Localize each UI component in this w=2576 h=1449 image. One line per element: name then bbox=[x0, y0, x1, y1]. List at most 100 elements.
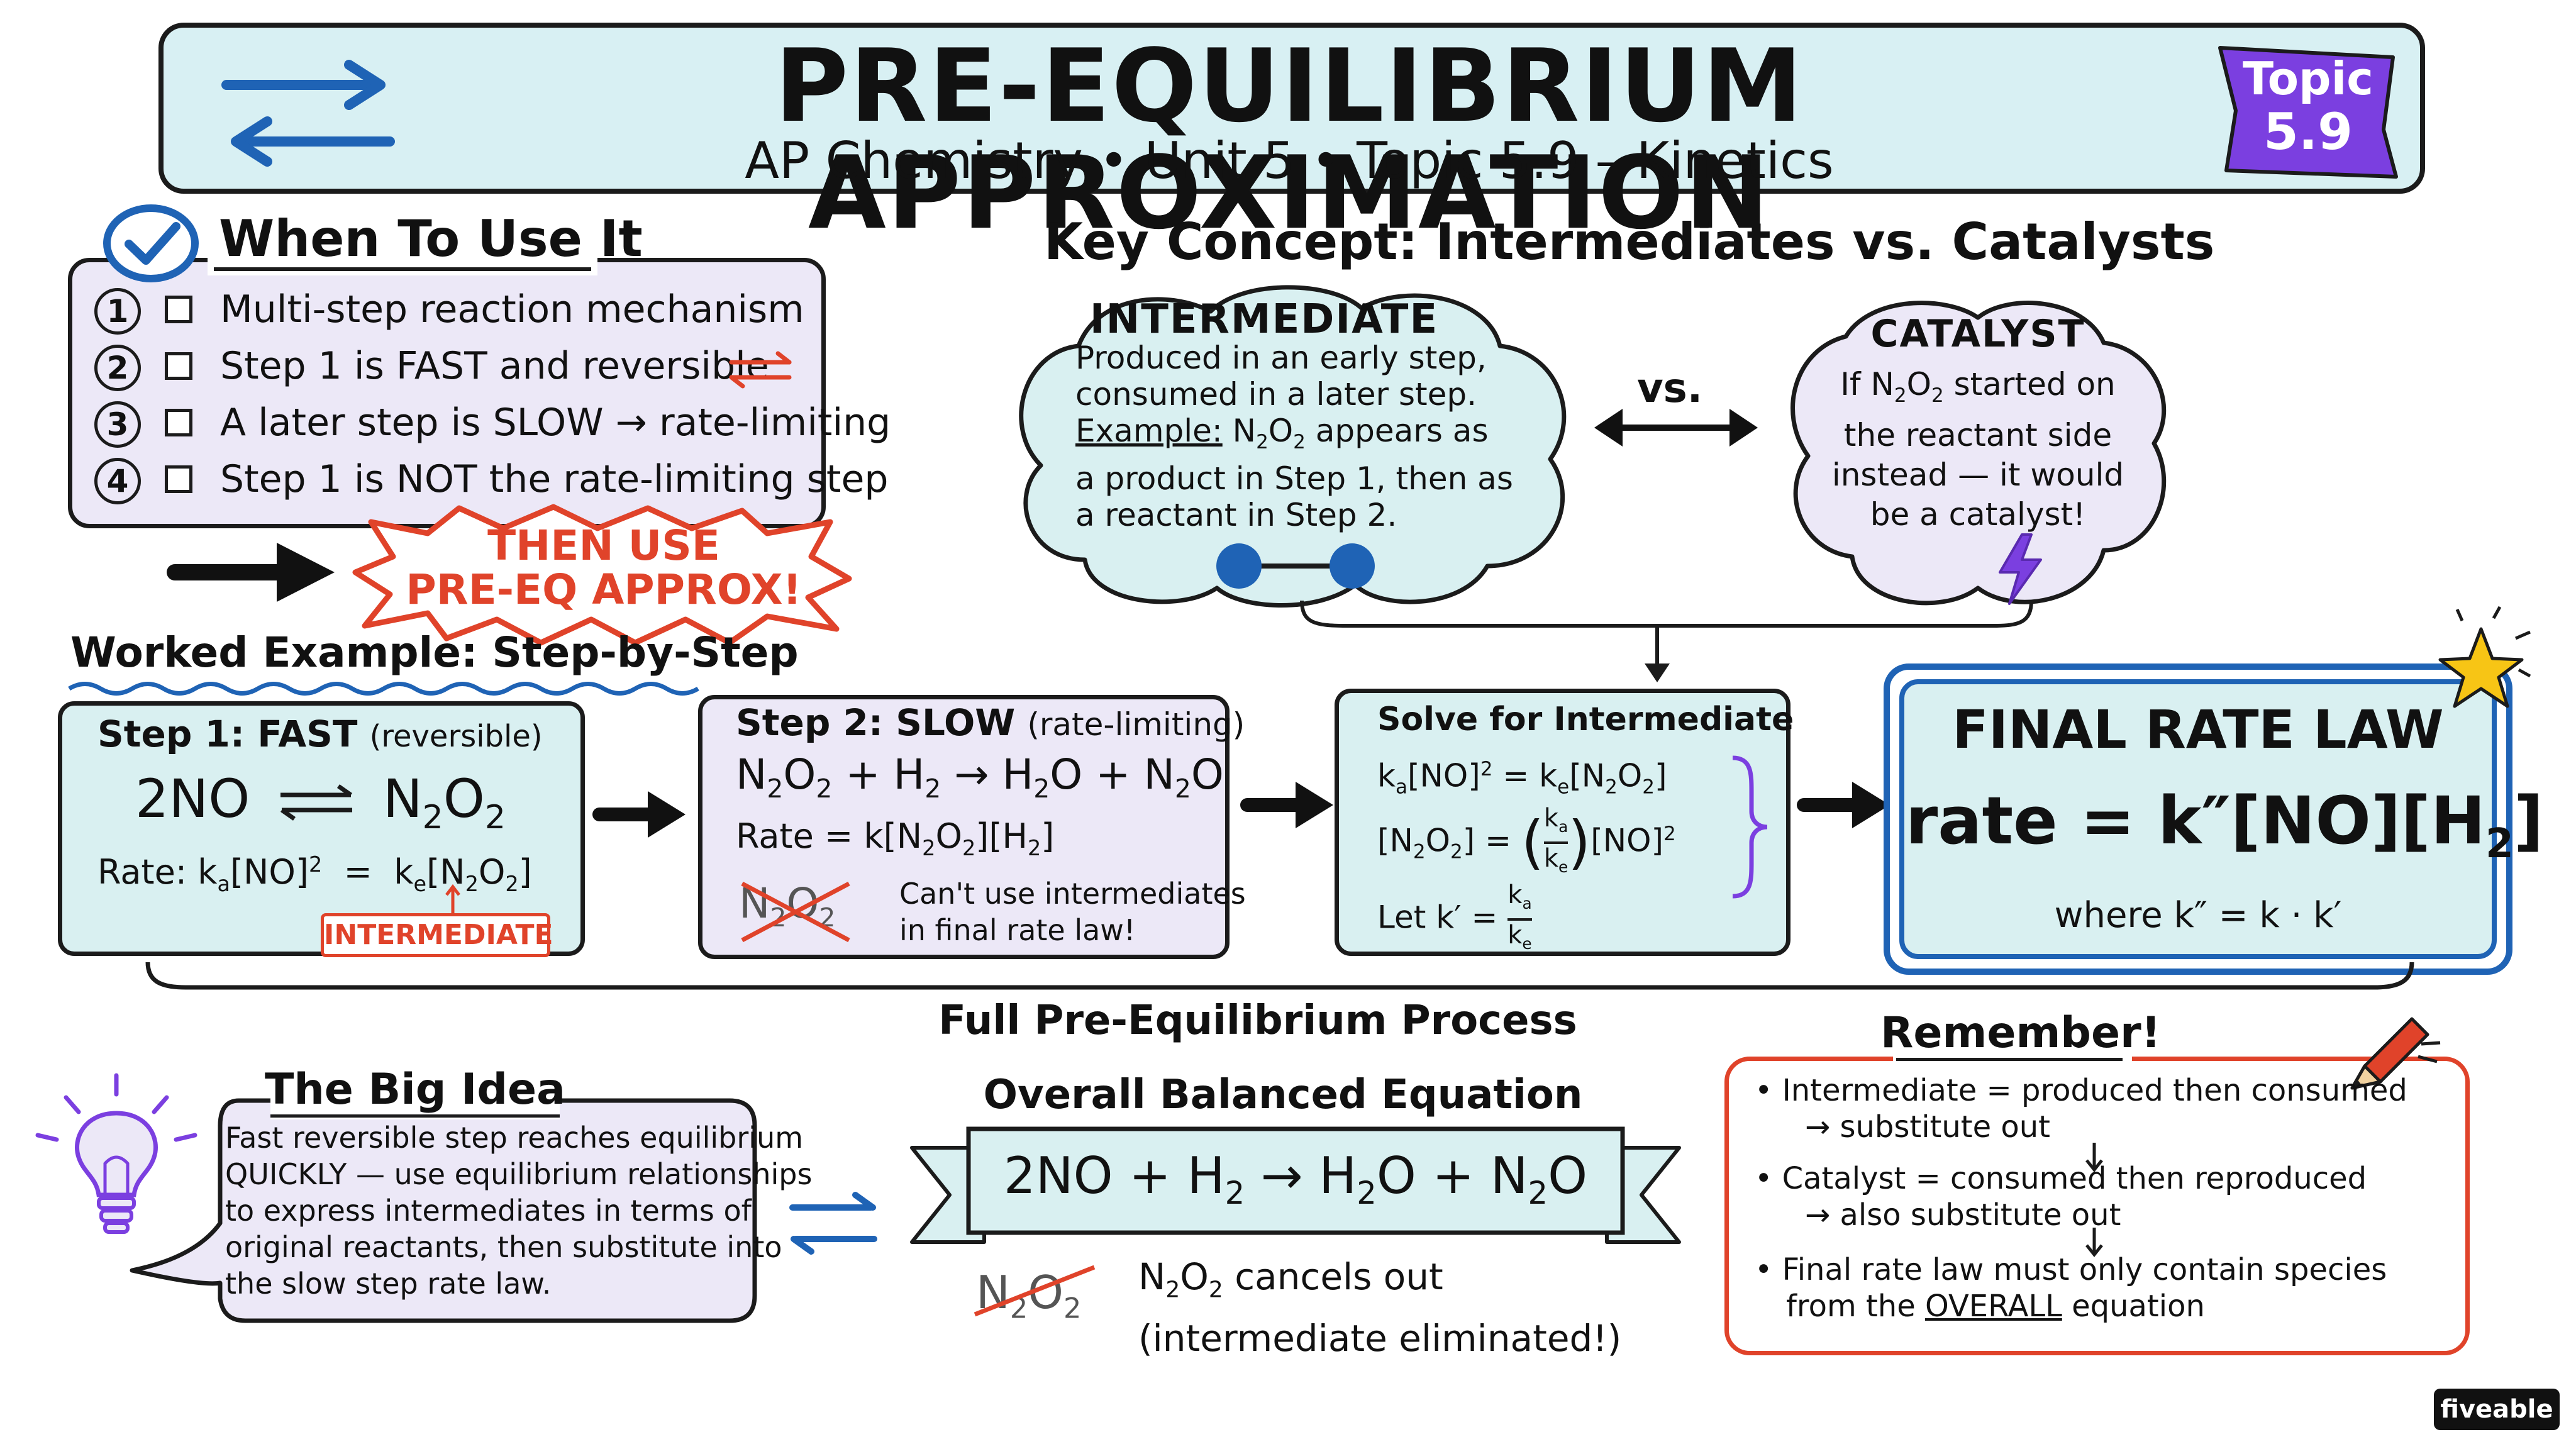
wavy-underline bbox=[68, 682, 699, 696]
overall-title: Overall Balanced Equation bbox=[983, 1072, 1583, 1118]
reversible-arrows-icon bbox=[729, 351, 792, 389]
process-bracket bbox=[145, 962, 2414, 990]
worked-example-title: Worked Example: Step-by-Step bbox=[70, 628, 799, 677]
equilibrium-arrow-icon bbox=[280, 784, 353, 821]
intermediate-cloud bbox=[1019, 285, 1567, 608]
connector-bracket bbox=[1300, 600, 2033, 682]
step2-title: Step 2: SLOW bbox=[736, 701, 1016, 744]
process-label: Full Pre-Equilibrium Process bbox=[938, 997, 1577, 1044]
step1-title: Step 1: FAST bbox=[97, 713, 358, 755]
topic-badge bbox=[2218, 46, 2398, 179]
fiveable-logo[interactable]: fiveable bbox=[2434, 1389, 2560, 1430]
remember-item: • Intermediate = produced then consumed bbox=[1755, 1073, 2407, 1108]
title-underline bbox=[270, 1114, 560, 1118]
solve-title: Solve for Intermediate bbox=[1377, 701, 1794, 738]
cross-out-mark bbox=[741, 881, 850, 943]
catalyst-title: CATALYST bbox=[1870, 312, 2085, 356]
catalyst-description: If N2O2 started on the reactant side ins… bbox=[1831, 366, 2124, 533]
catalyst-cloud bbox=[1790, 301, 2167, 606]
checklist-item: 3 A later step is SLOW → rate-limiting bbox=[94, 395, 891, 452]
final-rate-outer bbox=[1884, 663, 2512, 975]
lightbulb-icon bbox=[35, 1073, 197, 1234]
topic-badge-label: Topic bbox=[2243, 52, 2373, 105]
pointer-arrow-icon bbox=[445, 884, 460, 914]
checkbox[interactable] bbox=[165, 296, 192, 323]
checklist-item: 4 Step 1 is NOT the rate-limiting step bbox=[94, 452, 888, 508]
final-rate-title: FINAL RATE LAW bbox=[1952, 699, 2444, 760]
step2-rate: Rate = k[N2O2][H2] bbox=[736, 816, 1055, 860]
down-arrow-icon bbox=[2085, 1228, 2103, 1258]
callout-burst bbox=[352, 504, 852, 646]
step2-note: (rate-limiting) bbox=[1027, 706, 1245, 743]
checklist-item: 2 Step 1 is FAST and reversible bbox=[94, 338, 799, 395]
final-rate-card bbox=[1899, 679, 2497, 959]
remember-item: • Catalyst = consumed then reproduced bbox=[1755, 1161, 2367, 1196]
number-circle: 4 bbox=[94, 458, 141, 504]
intermediate-description: Produced in an early step, consumed in a… bbox=[1075, 340, 1513, 533]
arrow-right-icon bbox=[167, 543, 335, 602]
big-idea-title: The Big Idea bbox=[264, 1065, 566, 1114]
double-arrow-icon bbox=[1594, 409, 1758, 447]
checklist-item-text: Step 1 is FAST and reversible bbox=[220, 344, 769, 388]
down-arrow-icon bbox=[2085, 1143, 2103, 1173]
star-icon bbox=[2438, 606, 2531, 708]
example-label: Example: bbox=[1075, 413, 1223, 449]
callout-burst-line1: THEN USE bbox=[487, 521, 720, 570]
checkbox[interactable] bbox=[165, 465, 192, 493]
remember-list-2: • Catalyst = consumed then reproduced → … bbox=[1755, 1161, 2367, 1233]
step1-equation: 2NO N2O2 bbox=[135, 768, 506, 836]
solve-equation-1: ka[NO]2 = ke[N2O2] bbox=[1377, 757, 1667, 799]
remember-panel bbox=[1724, 1057, 2470, 1355]
header-banner bbox=[158, 23, 2425, 194]
title-underline bbox=[1896, 1058, 2123, 1061]
number-circle: 2 bbox=[94, 345, 141, 391]
solve-card bbox=[1335, 689, 1790, 956]
callout-burst-line2: PRE-EQ APPROX! bbox=[406, 565, 802, 614]
page-subtitle: AP Chemistry • Unit 5 • Topic 5.9 – Kine… bbox=[745, 131, 1834, 190]
big-idea-text: Fast reversible step reaches equilibrium… bbox=[225, 1121, 813, 1301]
arrow-right-icon bbox=[1240, 782, 1333, 828]
curly-brace bbox=[1732, 755, 1768, 899]
arrow-right-icon bbox=[1797, 782, 1890, 828]
reversible-arrows-icon bbox=[789, 1192, 877, 1255]
remember-list-3: • Final rate law must only contain speci… bbox=[1755, 1252, 2387, 1324]
overall-equation: 2NO + H2 → H2O + N2O bbox=[1003, 1146, 1588, 1211]
step2-heading: Step 2: SLOW (rate-limiting) bbox=[736, 699, 1245, 746]
checkbox[interactable] bbox=[165, 352, 192, 380]
checklist-item-text: Multi-step reaction mechanism bbox=[220, 287, 804, 331]
checklist-item-text: A later step is SLOW → rate-limiting bbox=[220, 401, 891, 445]
number-circle: 3 bbox=[94, 401, 141, 448]
cancel-note: N2O2 cancels out (intermediate eliminate… bbox=[1138, 1255, 1622, 1360]
final-rate-where: where k″ = k · k′ bbox=[2054, 895, 2342, 936]
vs-label: vs. bbox=[1636, 365, 1703, 412]
checklist-item: 1 Multi-step reaction mechanism bbox=[94, 282, 804, 338]
page-title: PRE-EQUILIBRIUM APPROXIMATION bbox=[774, 27, 1804, 252]
step1-note: (reversible) bbox=[369, 719, 543, 754]
when-to-use-title: When To Use It bbox=[219, 209, 643, 268]
checklist-item-text: Step 1 is NOT the rate-limiting step bbox=[220, 457, 889, 501]
lightning-icon bbox=[1999, 533, 2042, 605]
title-underline bbox=[214, 267, 591, 271]
checklist: 1 Multi-step reaction mechanism 2 Step 1… bbox=[94, 282, 891, 508]
equilibrium-arrows-icon bbox=[221, 60, 395, 167]
intermediate-tag: INTERMEDIATE bbox=[321, 913, 553, 957]
intermediate-title: INTERMEDIATE bbox=[1089, 296, 1439, 343]
final-rate-equation: rate = k″[NO][H2] bbox=[1906, 782, 2544, 867]
step1-heading: Step 1: FAST (reversible) bbox=[97, 711, 543, 757]
step1-rate: Rate: ka[NO]2 = ke[N2O2] bbox=[97, 852, 532, 896]
arrow-right-icon bbox=[592, 791, 686, 838]
checkmark-icon bbox=[103, 204, 199, 282]
molecule-icon bbox=[1216, 543, 1375, 589]
overall-ribbon bbox=[910, 1126, 1681, 1244]
key-concept-title: Key Concept: Intermediates vs. Catalysts bbox=[1044, 213, 2215, 271]
step2-note-text: Can't use intermediates in final rate la… bbox=[899, 877, 1246, 947]
number-circle: 1 bbox=[94, 288, 141, 335]
remember-title: Remember! bbox=[1880, 1008, 2161, 1058]
pencil-icon bbox=[2350, 1017, 2441, 1090]
remember-item: • Final rate law must only contain speci… bbox=[1755, 1252, 2387, 1287]
big-idea-bubble bbox=[130, 1098, 757, 1323]
topic-badge-number: 5.9 bbox=[2263, 103, 2353, 161]
checkbox[interactable] bbox=[165, 409, 192, 436]
cross-out-mark bbox=[974, 1265, 1096, 1317]
